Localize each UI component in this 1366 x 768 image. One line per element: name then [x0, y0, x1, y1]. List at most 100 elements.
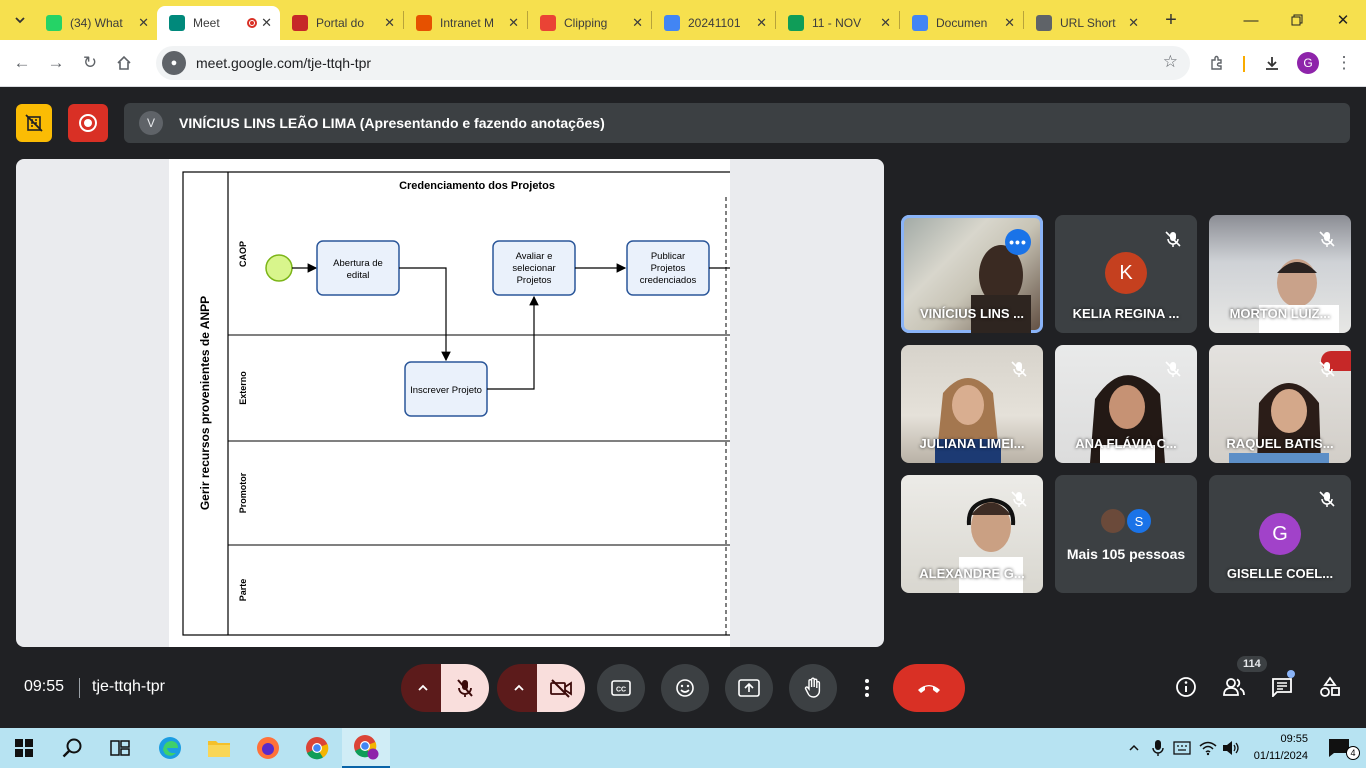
microphone-icon [1152, 740, 1164, 756]
audio-options-button[interactable] [401, 664, 445, 712]
leave-call-button[interactable] [893, 664, 965, 712]
firefox-app[interactable] [244, 728, 292, 768]
browser-tab[interactable]: URL Short✕ [1024, 6, 1147, 40]
participant-count-badge: 114 [1237, 656, 1267, 672]
participant-tile[interactable]: G GISELLE COEL... [1209, 475, 1351, 593]
back-button[interactable]: ← [13, 53, 31, 72]
tab-search-button[interactable] [6, 6, 34, 34]
chat-button[interactable] [1267, 672, 1297, 702]
wifi-icon [1199, 741, 1217, 756]
browser-tab[interactable]: Portal do✕ [280, 6, 403, 40]
video-options-button[interactable] [497, 664, 541, 712]
more-options-icon[interactable]: ••• [1005, 229, 1031, 255]
close-tab-icon[interactable]: ✕ [756, 15, 767, 30]
edge-app[interactable] [146, 728, 194, 768]
participant-tile[interactable]: RAQUEL BATIS... [1209, 345, 1351, 463]
participant-tile[interactable]: ALEXANDRE G... [901, 475, 1043, 593]
forward-button[interactable]: → [47, 53, 65, 72]
camera-toggle-button[interactable] [537, 664, 585, 712]
browser-tab[interactable]: Intranet M✕ [404, 6, 527, 40]
activities-button[interactable] [1315, 672, 1345, 702]
unread-indicator [1287, 670, 1295, 678]
mic-off-icon [1011, 491, 1027, 507]
chat-icon [1272, 678, 1292, 697]
network-tray-icon[interactable] [1198, 738, 1218, 758]
profile-button[interactable]: G [1291, 46, 1325, 80]
browser-menu-button[interactable]: ⋮ [1335, 53, 1353, 72]
close-tab-icon[interactable]: ✕ [384, 15, 395, 30]
browser-tab[interactable]: Documen✕ [900, 6, 1023, 40]
close-tab-icon[interactable]: ✕ [880, 15, 891, 30]
participant-video [1259, 259, 1339, 333]
minimize-button[interactable]: — [1243, 11, 1259, 29]
chrome-icon [354, 735, 379, 760]
participant-tile[interactable]: MORTON LUIZ... [1209, 215, 1351, 333]
close-tab-icon[interactable]: ✕ [1128, 15, 1139, 30]
close-window-button[interactable]: ✕ [1336, 12, 1350, 29]
close-tab-icon[interactable]: ✕ [138, 15, 149, 30]
participant-name: JULIANA LIMEI... [919, 436, 1025, 451]
close-tab-icon[interactable]: ✕ [508, 15, 519, 30]
participant-video [1090, 375, 1165, 463]
notification-count-badge: 4 [1346, 746, 1360, 760]
microphone-tray-icon[interactable] [1148, 738, 1168, 758]
address-bar[interactable]: ● meet.google.com/tje-ttqh-tpr ☆ [156, 46, 1190, 80]
lane-label-promotor: Promotor [238, 472, 248, 513]
microphone-toggle-button[interactable] [441, 664, 489, 712]
notification-icon [1329, 739, 1349, 757]
present-icon [738, 679, 760, 697]
extensions-button[interactable] [1200, 46, 1234, 80]
captions-toggle-button[interactable] [16, 104, 52, 142]
restore-button[interactable] [1274, 0, 1320, 40]
taskbar-search-button[interactable] [48, 728, 96, 768]
reactions-button[interactable] [661, 664, 709, 712]
browser-tab[interactable]: 11 - NOV ✕ [776, 6, 899, 40]
browser-tab[interactable]: 20241101✕ [652, 6, 775, 40]
raise-hand-button[interactable] [789, 664, 837, 712]
avatar [1099, 507, 1127, 535]
close-tab-icon[interactable]: ✕ [1004, 15, 1015, 30]
notification-center-button[interactable] [1328, 738, 1350, 758]
bookmark-star-icon[interactable]: ☆ [1162, 52, 1178, 71]
chrome-app[interactable] [293, 728, 341, 768]
browser-tab[interactable]: Clipping✕ [528, 6, 651, 40]
reload-button[interactable]: ↻ [82, 53, 98, 72]
recording-button[interactable] [68, 104, 108, 142]
file-explorer-app[interactable] [195, 728, 243, 768]
browser-tab[interactable]: Meet ✕ [157, 6, 280, 40]
volume-tray-icon[interactable] [1221, 738, 1241, 758]
close-tab-icon[interactable]: ✕ [261, 15, 272, 30]
task-abertura-text-2: edital [347, 270, 370, 281]
close-tab-icon[interactable]: ✕ [632, 15, 643, 30]
keyboard-tray-icon[interactable] [1172, 738, 1192, 758]
mic-off-icon [1319, 361, 1335, 377]
meet-top-bar: V VINÍCIUS LINS LEÃO LIMA (Apresentando … [0, 88, 1366, 160]
task-view-button[interactable] [96, 728, 144, 768]
tab-separator [899, 11, 900, 29]
more-people-tile[interactable]: S Mais 105 pessoas [1055, 475, 1197, 593]
browser-tab[interactable]: (34) What✕ [34, 6, 157, 40]
taskbar-clock[interactable]: 09:55 01/11/2024 [1254, 731, 1308, 765]
captions-button[interactable]: CC [597, 664, 645, 712]
present-screen-button[interactable] [725, 664, 773, 712]
presentation-slide: Gerir recursos provenientes de ANPP CAOP… [169, 159, 784, 647]
start-button[interactable] [0, 728, 48, 768]
people-button[interactable] [1219, 672, 1249, 702]
svg-text:CC: CC [616, 687, 626, 694]
participant-tile[interactable]: K KELIA REGINA ... [1055, 215, 1197, 333]
chrome-profile-app[interactable] [342, 728, 390, 768]
participant-tile[interactable]: ••• VINÍCIUS LINS ... [901, 215, 1043, 333]
tab-title: Meet [193, 16, 220, 30]
participant-tile[interactable]: JULIANA LIMEI... [901, 345, 1043, 463]
more-options-button[interactable] [857, 664, 877, 712]
home-button[interactable] [107, 46, 141, 80]
tab-title: 11 - NOV [812, 16, 862, 30]
meeting-details-button[interactable] [1171, 672, 1201, 702]
downloads-button[interactable] [1255, 46, 1289, 80]
new-tab-button[interactable]: + [1165, 8, 1177, 31]
participant-tile[interactable]: ANA FLÁVIA C... [1055, 345, 1197, 463]
windows-taskbar: 09:55 01/11/2024 4 [0, 728, 1366, 768]
emoji-icon [676, 679, 694, 697]
show-hidden-icons-button[interactable] [1124, 738, 1144, 758]
participant-video [959, 497, 1023, 593]
